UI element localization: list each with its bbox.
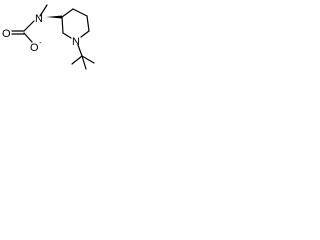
atom-label-n-methyl: N: [35, 13, 43, 25]
bond-carbonyl-oxide: [23, 32, 33, 43]
stereo-wedge-bond: [46, 15, 62, 19]
atom-label-n-ring: N: [72, 36, 80, 48]
ring-bond-1: [61, 8, 74, 18]
ring-bond-5: [62, 32, 72, 39]
bond-nme-methyl: [39, 4, 48, 17]
atom-charge-o-anion: -: [39, 38, 42, 47]
tbutyl-methyl-1: [71, 55, 83, 65]
bond-n-tbutyl: [77, 44, 83, 57]
atom-label-o-carbonyl: O: [2, 28, 11, 40]
molecule-structure: N O O - N: [2, 4, 95, 70]
ring-bond-3: [86, 15, 90, 32]
ring-bond-2: [72, 8, 88, 17]
ring-bond-6: [61, 16, 64, 34]
tbutyl-methyl-3: [81, 55, 87, 70]
bond-n-carbonyl: [23, 20, 35, 32]
atom-label-o-anion: O: [30, 42, 39, 54]
tbutyl-methyl-2: [81, 55, 95, 64]
ring-bond-4: [80, 30, 90, 38]
